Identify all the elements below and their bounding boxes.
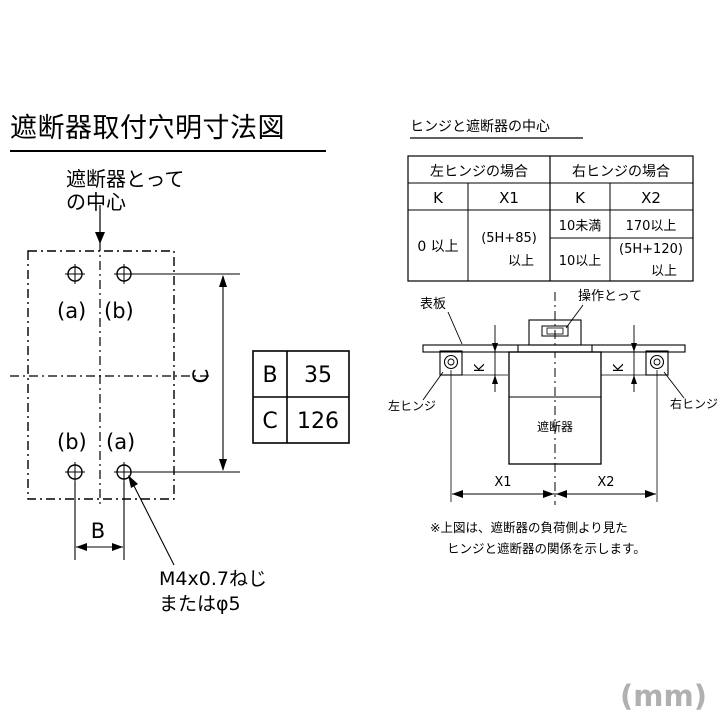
hole-bottom-left	[65, 462, 85, 482]
x2-label: X2	[597, 475, 614, 490]
right-x2-value-2a: (5H+120)	[619, 242, 683, 257]
right-case-header: 右ヒンジの場合	[572, 164, 670, 180]
hole-label-top-b: (b)	[104, 299, 134, 323]
b-arrow-left	[76, 543, 87, 551]
k-right-label: K	[612, 363, 627, 372]
c-arrow-bottom	[219, 459, 227, 471]
hole-label-bottom-b: (b)	[57, 430, 87, 454]
c-arrow-top	[219, 275, 227, 287]
left-hinge-label: 左ヒンジ	[388, 398, 436, 413]
dimension-table: B 35 C 126	[252, 350, 350, 444]
col-k-left: K	[433, 189, 444, 207]
handle-label: 操作とって	[578, 288, 642, 304]
panel-label: 表板	[420, 297, 446, 312]
screw-note-line1: M4x0.7ねじ	[159, 568, 267, 590]
screw-note-line2: またはφ5	[159, 593, 241, 615]
mounting-hole-drawing: 遮断器取付穴明寸法図 遮断器とって の中心	[10, 113, 350, 615]
handle-leader	[565, 304, 584, 329]
hinge-table: 左ヒンジの場合 右ヒンジの場合 K X1 K X2 0 以上 (5H+85) 以…	[407, 155, 694, 282]
drawing-title: 遮断器取付穴明寸法図	[10, 113, 285, 144]
note-line2: ヒンジと遮断器の関係を示します。	[447, 541, 646, 556]
col-x2: X2	[641, 189, 661, 207]
b-dim-label: B	[91, 519, 105, 543]
x1-arrow-left	[452, 490, 463, 498]
right-k-value-1: 10未満	[559, 219, 602, 234]
hinge-title: ヒンジと遮断器の中心	[410, 119, 550, 135]
breaker-label: 遮断器	[537, 419, 573, 434]
left-x1-value-1: (5H+85)	[481, 231, 537, 246]
right-x2-value-2b: 以上	[651, 264, 677, 279]
panel-leader	[447, 311, 463, 345]
unit-label: (mm)	[620, 679, 707, 713]
table-key-b: B	[262, 363, 277, 388]
b-arrow-right	[112, 543, 123, 551]
k-left-arrow-bottom	[492, 375, 498, 384]
k-left-arrow-top	[492, 343, 498, 352]
note-line1: ※上図は、遮断器の負荷側より見た	[430, 520, 628, 535]
k-right-arrow-top	[631, 343, 637, 352]
right-k-value-2: 10以上	[559, 254, 602, 269]
center-leader-arrow	[95, 232, 105, 244]
left-hinge-leader	[422, 371, 444, 401]
hole-bottom-right	[114, 462, 134, 482]
col-x1: X1	[499, 189, 519, 207]
k-right-arrow-bottom	[631, 375, 637, 384]
table-value-b: 35	[304, 363, 332, 388]
breaker-body	[508, 351, 602, 465]
right-x2-value-1: 170以上	[626, 219, 677, 234]
center-note-line1: 遮断器とって	[66, 167, 184, 191]
left-case-header: 左ヒンジの場合	[430, 164, 528, 180]
hole-label-top-a: (a)	[57, 299, 86, 323]
hole-top-left	[65, 264, 85, 284]
x1-label: X1	[494, 475, 511, 490]
col-k-right: K	[575, 189, 586, 207]
x1-arrow-right	[543, 490, 554, 498]
k-left-label: K	[473, 363, 488, 372]
x2-arrow-right	[645, 490, 656, 498]
screw-leader	[130, 479, 175, 566]
hole-top-right	[114, 264, 134, 284]
hinge-relation-drawing: ヒンジと遮断器の中心 左ヒンジの場合 右ヒンジの場合 K X1 K X2 0 以…	[388, 119, 718, 556]
right-hinge-leader	[663, 371, 685, 399]
hole-label-bottom-a: (a)	[106, 430, 135, 454]
screw-leader-arrow	[128, 475, 138, 488]
right-hinge-label: 右ヒンジ	[670, 396, 718, 411]
table-value-c: 126	[297, 409, 339, 434]
breaker-outline	[27, 250, 175, 500]
center-note-line2: の中心	[66, 190, 126, 214]
operating-handle	[517, 319, 593, 352]
x2-arrow-left	[556, 490, 567, 498]
left-k-value: 0 以上	[417, 239, 458, 255]
left-x1-value-2: 以上	[508, 254, 534, 269]
c-dim-label: C	[189, 369, 213, 384]
table-key-c: C	[262, 409, 277, 434]
